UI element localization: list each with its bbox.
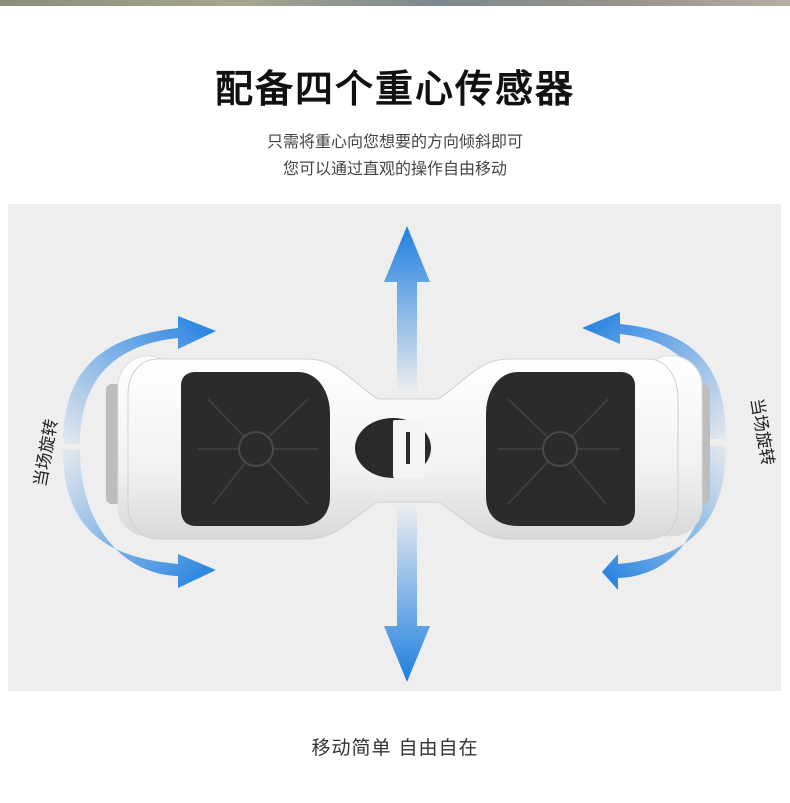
subtitle-line-1: 只需将重心向您想要的方向倾斜即可 — [266, 132, 523, 151]
forward-arrow-icon — [384, 226, 430, 394]
subtitle-line-2: 您可以通过直观的操作自由移动 — [282, 159, 507, 178]
right-foot-pad — [486, 372, 635, 526]
hoverboard-illustration-panel: 当场旋转 当场旋转 — [8, 204, 781, 691]
left-foot-pad — [181, 372, 330, 526]
hoverboard — [106, 355, 710, 540]
page-title: 配备四个重心传感器 — [214, 67, 575, 111]
backward-arrow-icon — [384, 504, 430, 682]
center-indicator-light — [355, 418, 431, 478]
footer-caption: 移动简单 自由自在 — [311, 737, 479, 759]
rotate-left-arrow-icon — [63, 316, 216, 588]
top-photo-strip — [0, 0, 790, 6]
hoverboard-illustration — [63, 226, 726, 682]
